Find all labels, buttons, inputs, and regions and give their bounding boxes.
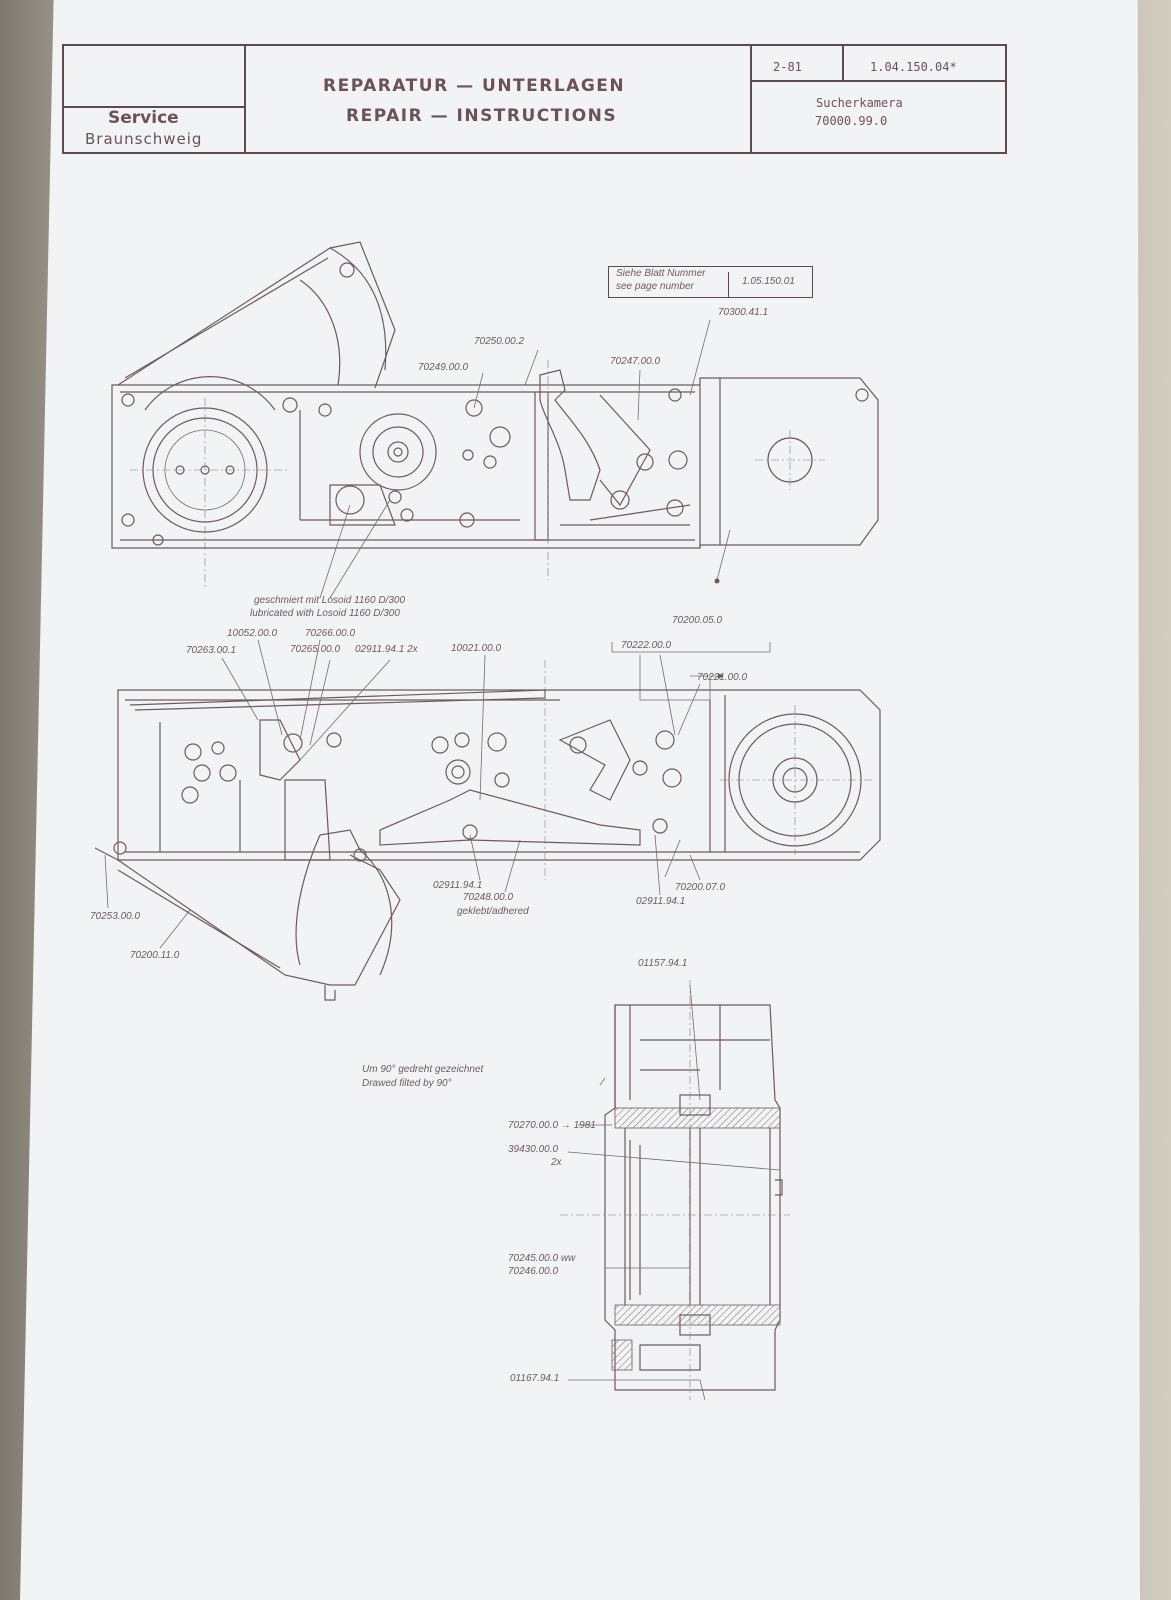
part-label: 70253.00.0 <box>90 911 141 922</box>
rotation-note-german: Um 90° gedreht gezeichnet <box>362 1064 484 1075</box>
part-label: 70249.00.0 <box>418 362 469 373</box>
part-label: 70221.00.0 <box>697 672 748 683</box>
part-label: 70300.41.1 <box>718 307 769 318</box>
reference-line-2: see page number <box>616 281 694 292</box>
lubrication-note-german: geschmiert mit Losoid 1160 D/300 <box>254 595 406 606</box>
part-label: 2x <box>551 1157 562 1168</box>
date-field: 2-81 <box>773 60 802 74</box>
product-number: 70000.99.0 <box>815 114 888 128</box>
title-block-rule-right <box>750 80 1007 82</box>
part-label: 70266.00.0 <box>305 628 356 639</box>
location-label: Braunschweig <box>85 130 203 148</box>
title-block-divider-right <box>750 44 752 154</box>
part-label: 70248.00.0 <box>463 892 514 903</box>
reference-page-number: 1.05.150.01 <box>742 276 795 287</box>
title-german: REPARATUR — UNTERLAGEN <box>323 76 626 96</box>
title-block-divider-left <box>62 44 246 154</box>
part-label: 70222.00.0 <box>621 640 672 651</box>
part-label: 70200.11.0 <box>130 950 180 961</box>
part-label: 70265.00.0 <box>290 644 341 655</box>
top-camera-view <box>111 241 879 599</box>
part-label: 70263.00.1 <box>186 645 237 656</box>
part-label: 02911.94.1 <box>636 896 686 907</box>
part-label: 02911.94.1 <box>433 880 483 891</box>
part-label: 70246.00.0 <box>508 1266 559 1277</box>
title-block-rule <box>62 106 246 108</box>
reference-box <box>608 266 813 298</box>
middle-camera-view <box>94 639 881 1001</box>
part-label: 39430.00.0 <box>508 1144 559 1155</box>
title-block <box>62 44 1007 154</box>
service-label: Service <box>108 108 179 128</box>
part-label: 02911.94.1 2x <box>355 644 418 655</box>
part-label: 70200.05.0 <box>672 615 723 626</box>
reference-box-divider <box>728 272 729 298</box>
product-name: Sucherkamera <box>816 96 903 110</box>
adhered-note: geklebt/adhered <box>457 906 529 917</box>
part-label: 10052.00.0 <box>227 628 278 639</box>
document-number: 1.04.150.04* <box>870 60 957 74</box>
part-label: 10021.00.0 <box>451 643 502 654</box>
part-label: 70270.00.0 → 1981 <box>508 1120 596 1131</box>
part-label: 70247.00.0 <box>610 356 661 367</box>
title-english: REPAIR — INSTRUCTIONS <box>346 106 618 126</box>
part-label: 70245.00.0 ww <box>508 1253 576 1264</box>
part-label: 01167.94.1 <box>510 1373 560 1384</box>
document-sheet <box>20 0 1140 1600</box>
rotation-note-english: Drawed filted by 90° <box>362 1078 452 1089</box>
part-label: 70200.07.0 <box>675 882 726 893</box>
part-label: 70250.00.2 <box>474 336 525 347</box>
part-label: 01157.94.1 <box>638 958 688 969</box>
lubrication-note-english: lubricated with Losoid 1160 D/300 <box>250 608 400 619</box>
bottom-section-view <box>560 980 790 1401</box>
reference-line-1: Siehe Blatt Nummer <box>616 268 706 279</box>
title-block-divider-date <box>842 44 844 82</box>
